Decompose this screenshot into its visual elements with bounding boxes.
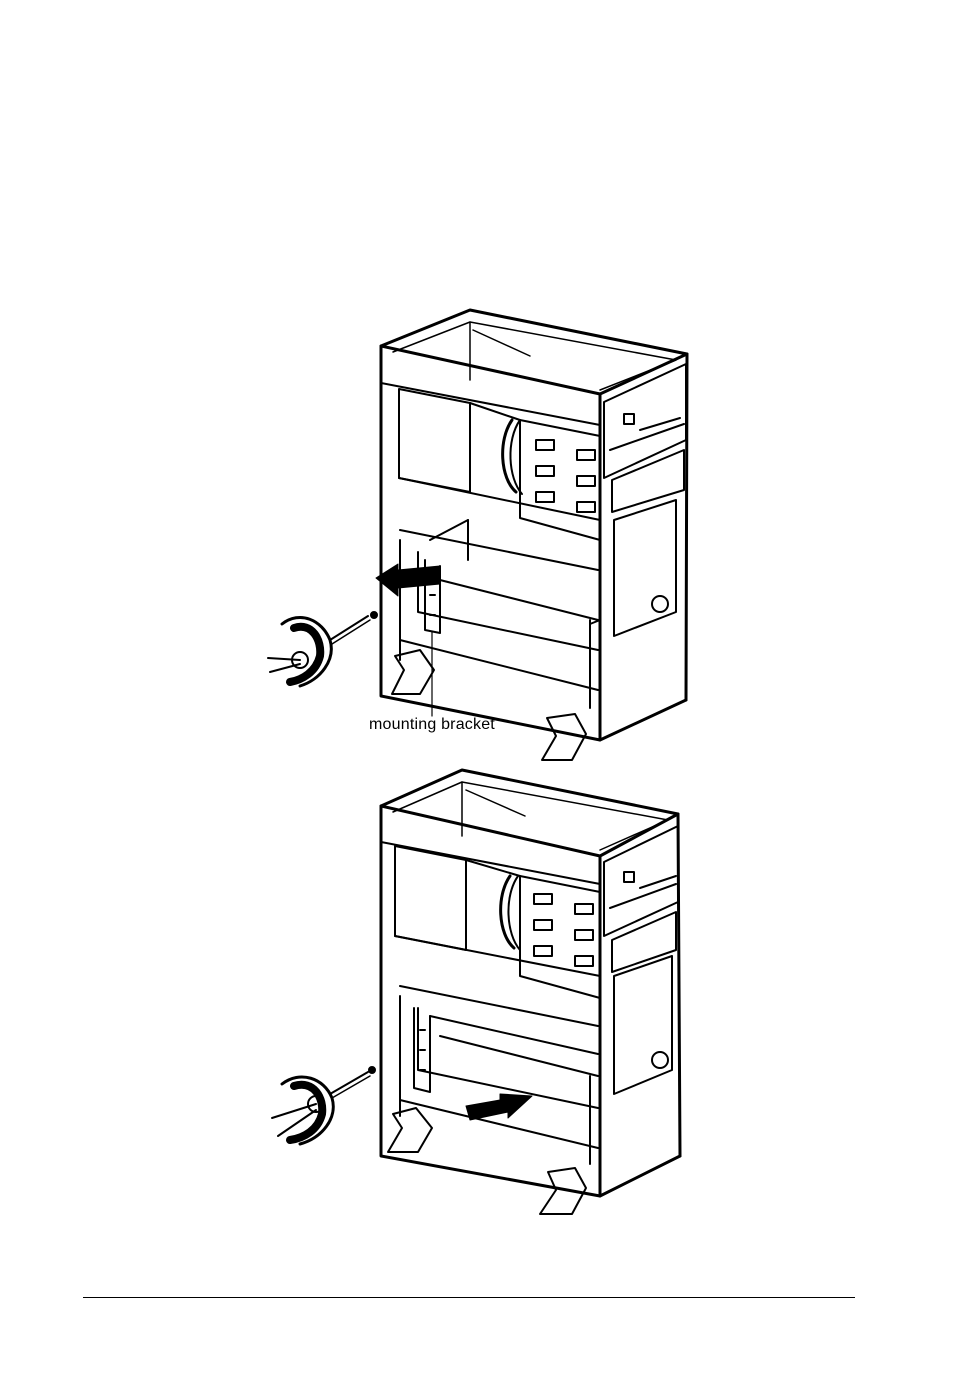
screw-icon	[369, 1067, 375, 1073]
direction-arrow-icon	[466, 1094, 532, 1120]
footer-rule	[83, 1297, 855, 1298]
mounting-bracket-label: mounting bracket	[369, 716, 495, 734]
screwdriver-icon	[272, 1072, 370, 1144]
computer-chassis-icon	[381, 770, 680, 1214]
